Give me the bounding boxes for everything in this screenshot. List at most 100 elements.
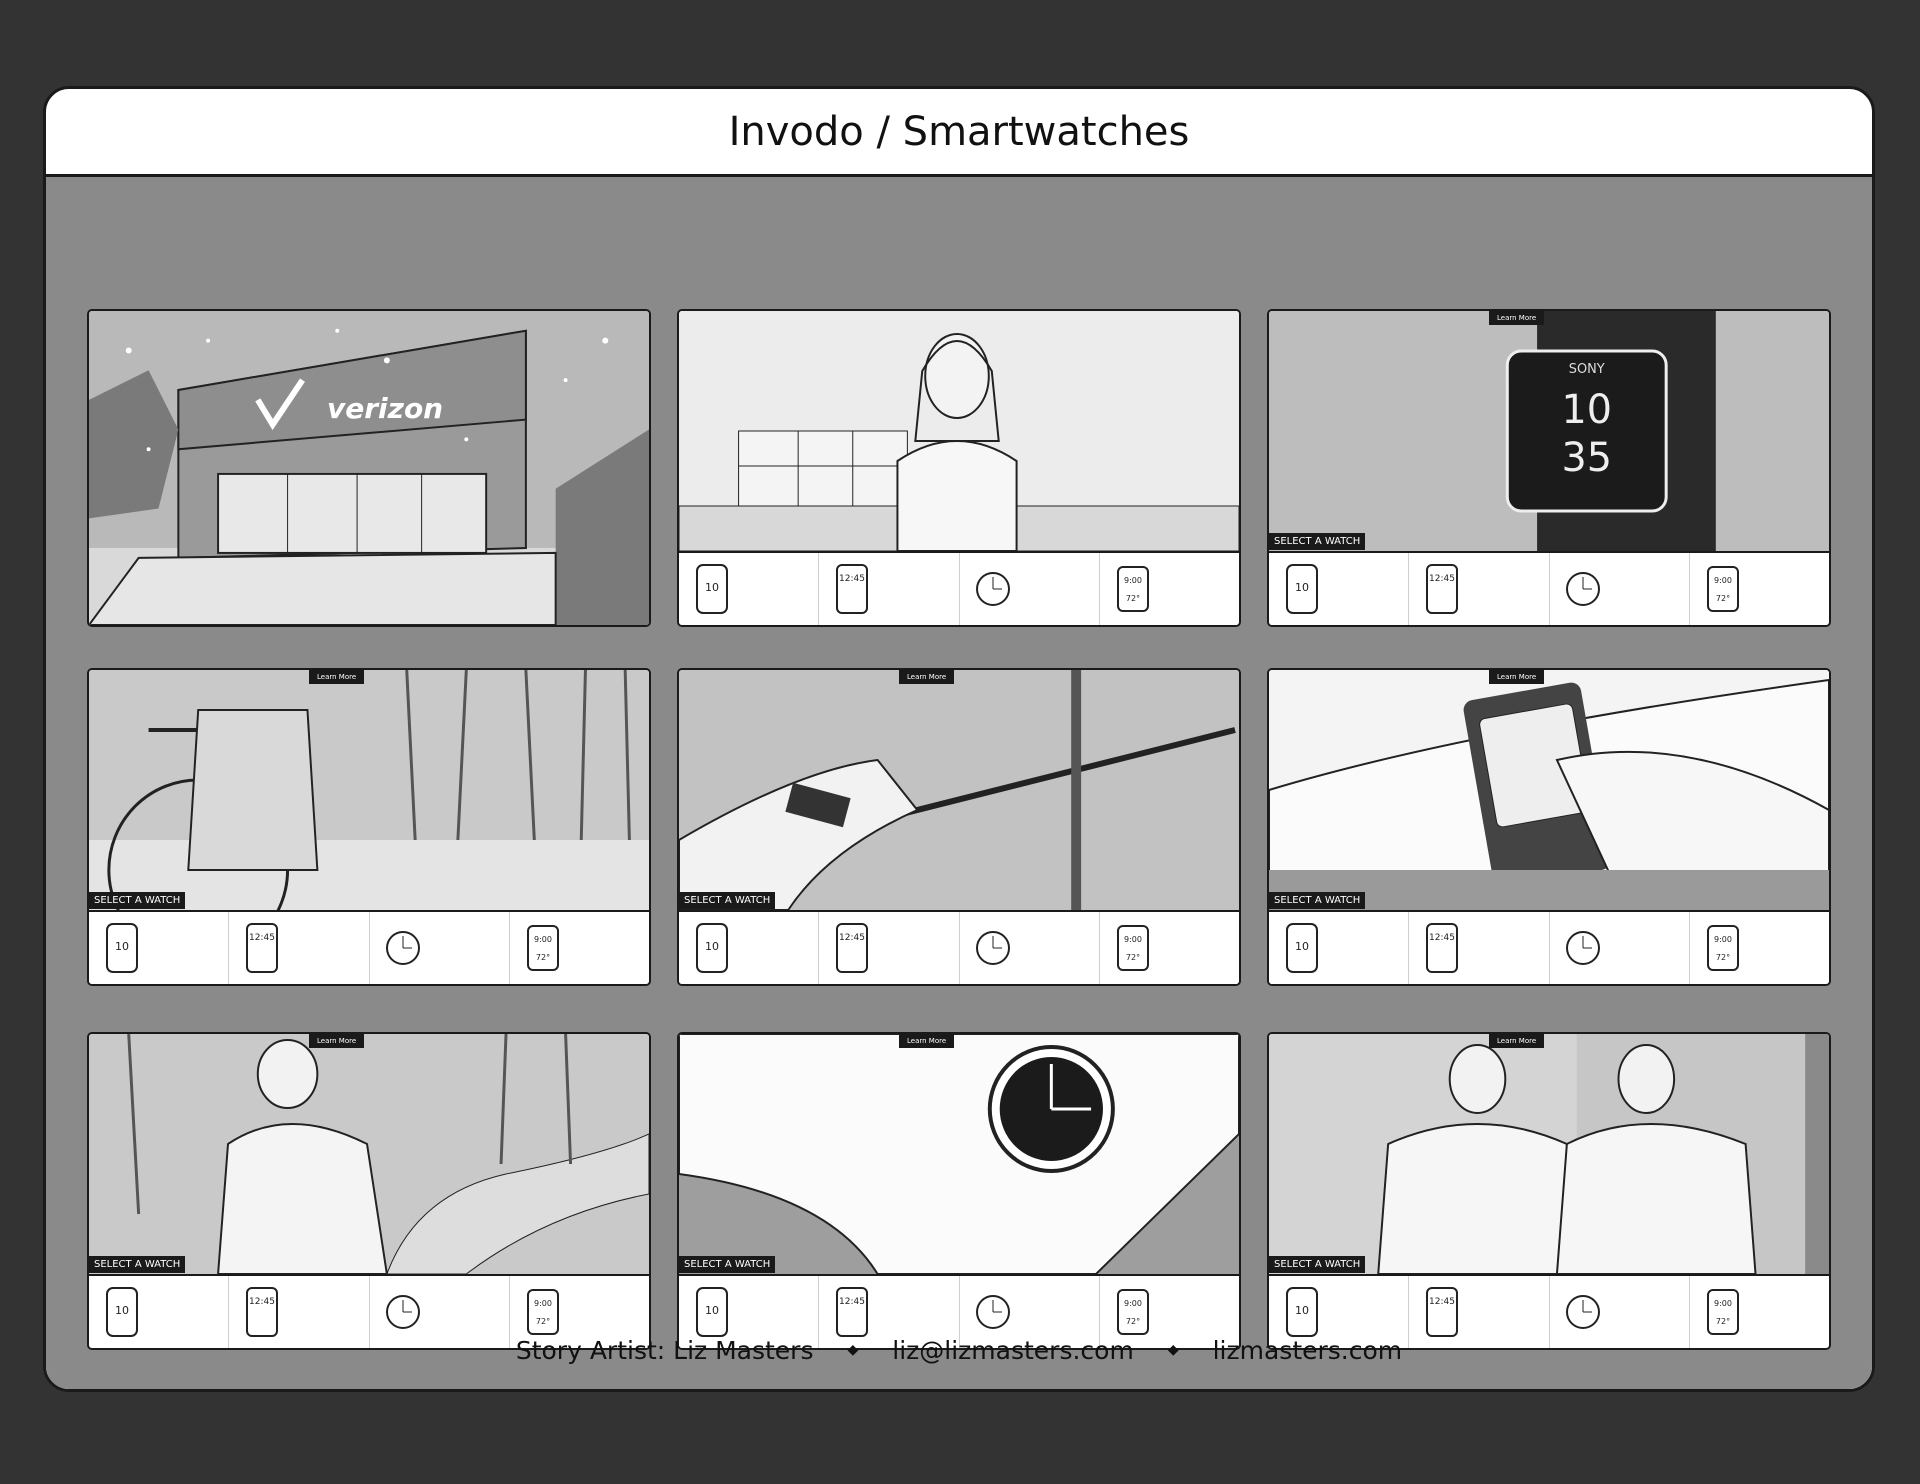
watch-temp-label: 72° bbox=[1716, 594, 1730, 603]
sheet-header: Invodo / Smartwatches bbox=[46, 89, 1872, 177]
watch-temp-label: 72° bbox=[1716, 1317, 1730, 1326]
watch-option-lg[interactable]: 9:00 72° bbox=[1690, 1276, 1829, 1348]
watch-option-square-digital[interactable]: 10 bbox=[679, 1276, 820, 1348]
learn-more-button[interactable]: Learn More bbox=[309, 670, 365, 684]
watch-hour-label: 10 bbox=[115, 940, 129, 953]
select-watch-label[interactable]: SELECT A WATCH bbox=[1269, 892, 1366, 909]
watch-option-round[interactable] bbox=[960, 1276, 1100, 1348]
story-artist-credit: Story Artist: Liz Masters bbox=[515, 1335, 814, 1365]
storyboard-sheet: Invodo / Smartwatches bbox=[43, 86, 1875, 1392]
watch-time-label: 9:00 bbox=[1124, 576, 1142, 585]
learn-more-button[interactable]: Learn More bbox=[309, 1034, 365, 1048]
select-watch-label[interactable]: SELECT A WATCH bbox=[679, 892, 776, 909]
watch-option-square-digital[interactable]: 10 bbox=[1269, 912, 1410, 984]
select-watch-label[interactable]: SELECT A WATCH bbox=[89, 892, 186, 909]
watch-hour-label: 10 bbox=[1295, 581, 1309, 594]
watch-minute-display: 35 bbox=[1561, 435, 1612, 481]
storyboard-panel-1: verizon bbox=[87, 309, 651, 627]
watch-option-round[interactable] bbox=[370, 1276, 510, 1348]
watch-hour-label: 10 bbox=[705, 940, 719, 953]
watch-time-label: 12:45 bbox=[839, 1297, 865, 1307]
watch-option-round[interactable] bbox=[960, 912, 1100, 984]
panel-grid: verizon 10 12:45 bbox=[46, 177, 1872, 1389]
watch-option-gear[interactable]: 12:45 bbox=[819, 912, 960, 984]
verizon-store-sign: verizon bbox=[319, 393, 451, 425]
watch-temp-label: 72° bbox=[1126, 953, 1140, 962]
watch-option-gear[interactable]: 12:45 bbox=[229, 1276, 370, 1348]
learn-more-button[interactable]: Learn More bbox=[1489, 311, 1545, 325]
learn-more-button[interactable]: Learn More bbox=[899, 670, 955, 684]
select-watch-label[interactable]: SELECT A WATCH bbox=[89, 1256, 186, 1273]
store-exterior-sketch bbox=[89, 311, 649, 625]
select-watch-label[interactable]: SELECT A WATCH bbox=[1269, 533, 1366, 550]
watch-time-label: 12:45 bbox=[249, 1297, 275, 1307]
page-title: Invodo / Smartwatches bbox=[728, 108, 1190, 155]
tap-watch-sketch bbox=[1269, 670, 1829, 910]
watch-option-square-digital[interactable]: 10 bbox=[89, 1276, 230, 1348]
watch-time-label: 9:00 bbox=[534, 1299, 552, 1308]
sony-watch-closeup: SONY 10 35 bbox=[1269, 311, 1829, 551]
cyclist-trail-sketch bbox=[89, 1034, 649, 1274]
watch-time-label: 9:00 bbox=[1714, 576, 1732, 585]
watch-option-round[interactable] bbox=[960, 553, 1100, 625]
watch-time-label: 12:45 bbox=[1429, 933, 1455, 943]
watch-option-square-digital[interactable]: 10 bbox=[1269, 553, 1410, 625]
watch-selector-strip: 10 12:45 9:00 72° bbox=[1269, 551, 1829, 625]
watch-option-lg[interactable]: 9:00 72° bbox=[1100, 912, 1239, 984]
watch-option-round[interactable] bbox=[1550, 1276, 1690, 1348]
watch-option-round[interactable] bbox=[1550, 912, 1690, 984]
watch-time-label: 12:45 bbox=[249, 933, 275, 943]
select-watch-label[interactable]: SELECT A WATCH bbox=[679, 1256, 776, 1273]
watch-time-label: 12:45 bbox=[839, 933, 865, 943]
learn-more-button[interactable]: Learn More bbox=[899, 1034, 955, 1048]
bullet-separator: ◆ bbox=[847, 1342, 859, 1358]
select-watch-label[interactable]: SELECT A WATCH bbox=[1269, 1256, 1366, 1273]
watch-brand-label: SONY bbox=[1569, 362, 1605, 377]
watch-time-label: 9:00 bbox=[1124, 1299, 1142, 1308]
storyboard-panel-5: Learn More SELECT A WATCH 10 12:45 9:00 7… bbox=[677, 668, 1241, 986]
watch-option-gear[interactable]: 12:45 bbox=[819, 553, 960, 625]
watch-option-round[interactable] bbox=[1550, 553, 1690, 625]
storyboard-panel-9: Learn More SELECT A WATCH 10 12:45 9:00 7… bbox=[1267, 1032, 1831, 1350]
watch-option-square-digital[interactable]: 10 bbox=[1269, 1276, 1410, 1348]
watch-selector-strip: 10 12:45 9:00 72° bbox=[1269, 1274, 1829, 1348]
watch-time-label: 12:45 bbox=[839, 574, 865, 584]
watch-hour-label: 10 bbox=[1295, 1304, 1309, 1317]
watch-time-label: 9:00 bbox=[1714, 1299, 1732, 1308]
watch-temp-label: 72° bbox=[1716, 953, 1730, 962]
watch-option-round[interactable] bbox=[370, 912, 510, 984]
watch-time-label: 9:00 bbox=[534, 935, 552, 944]
storyboard-panel-3: SONY 10 35 Learn More SELECT A WATCH 10 … bbox=[1267, 309, 1831, 627]
watch-option-square-digital[interactable]: 10 bbox=[679, 553, 820, 625]
watch-option-gear[interactable]: 12:45 bbox=[1409, 1276, 1550, 1348]
watch-option-gear[interactable]: 12:45 bbox=[1409, 553, 1550, 625]
watch-time-label: 9:00 bbox=[1124, 935, 1142, 944]
watch-option-square-digital[interactable]: 10 bbox=[89, 912, 230, 984]
learn-more-button[interactable]: Learn More bbox=[1489, 670, 1545, 684]
email-link[interactable]: liz@lizmasters.com bbox=[892, 1335, 1134, 1365]
sheet-footer: Story Artist: Liz Masters ◆ liz@lizmaste… bbox=[46, 1311, 1872, 1389]
website-link[interactable]: lizmasters.com bbox=[1212, 1335, 1403, 1365]
watch-option-gear[interactable]: 12:45 bbox=[229, 912, 370, 984]
cyclist-forest-sketch bbox=[89, 670, 649, 910]
watch-selector-strip: 10 12:45 9:00 72° bbox=[679, 910, 1239, 984]
watch-hour-label: 10 bbox=[705, 1304, 719, 1317]
watch-option-lg[interactable]: 9:00 72° bbox=[1690, 553, 1829, 625]
watch-hour-label: 10 bbox=[1295, 940, 1309, 953]
learn-more-button[interactable]: Learn More bbox=[1489, 1034, 1545, 1048]
watch-option-gear[interactable]: 12:45 bbox=[1409, 912, 1550, 984]
watch-option-gear[interactable]: 12:45 bbox=[819, 1276, 960, 1348]
watch-option-square-digital[interactable]: 10 bbox=[679, 912, 820, 984]
